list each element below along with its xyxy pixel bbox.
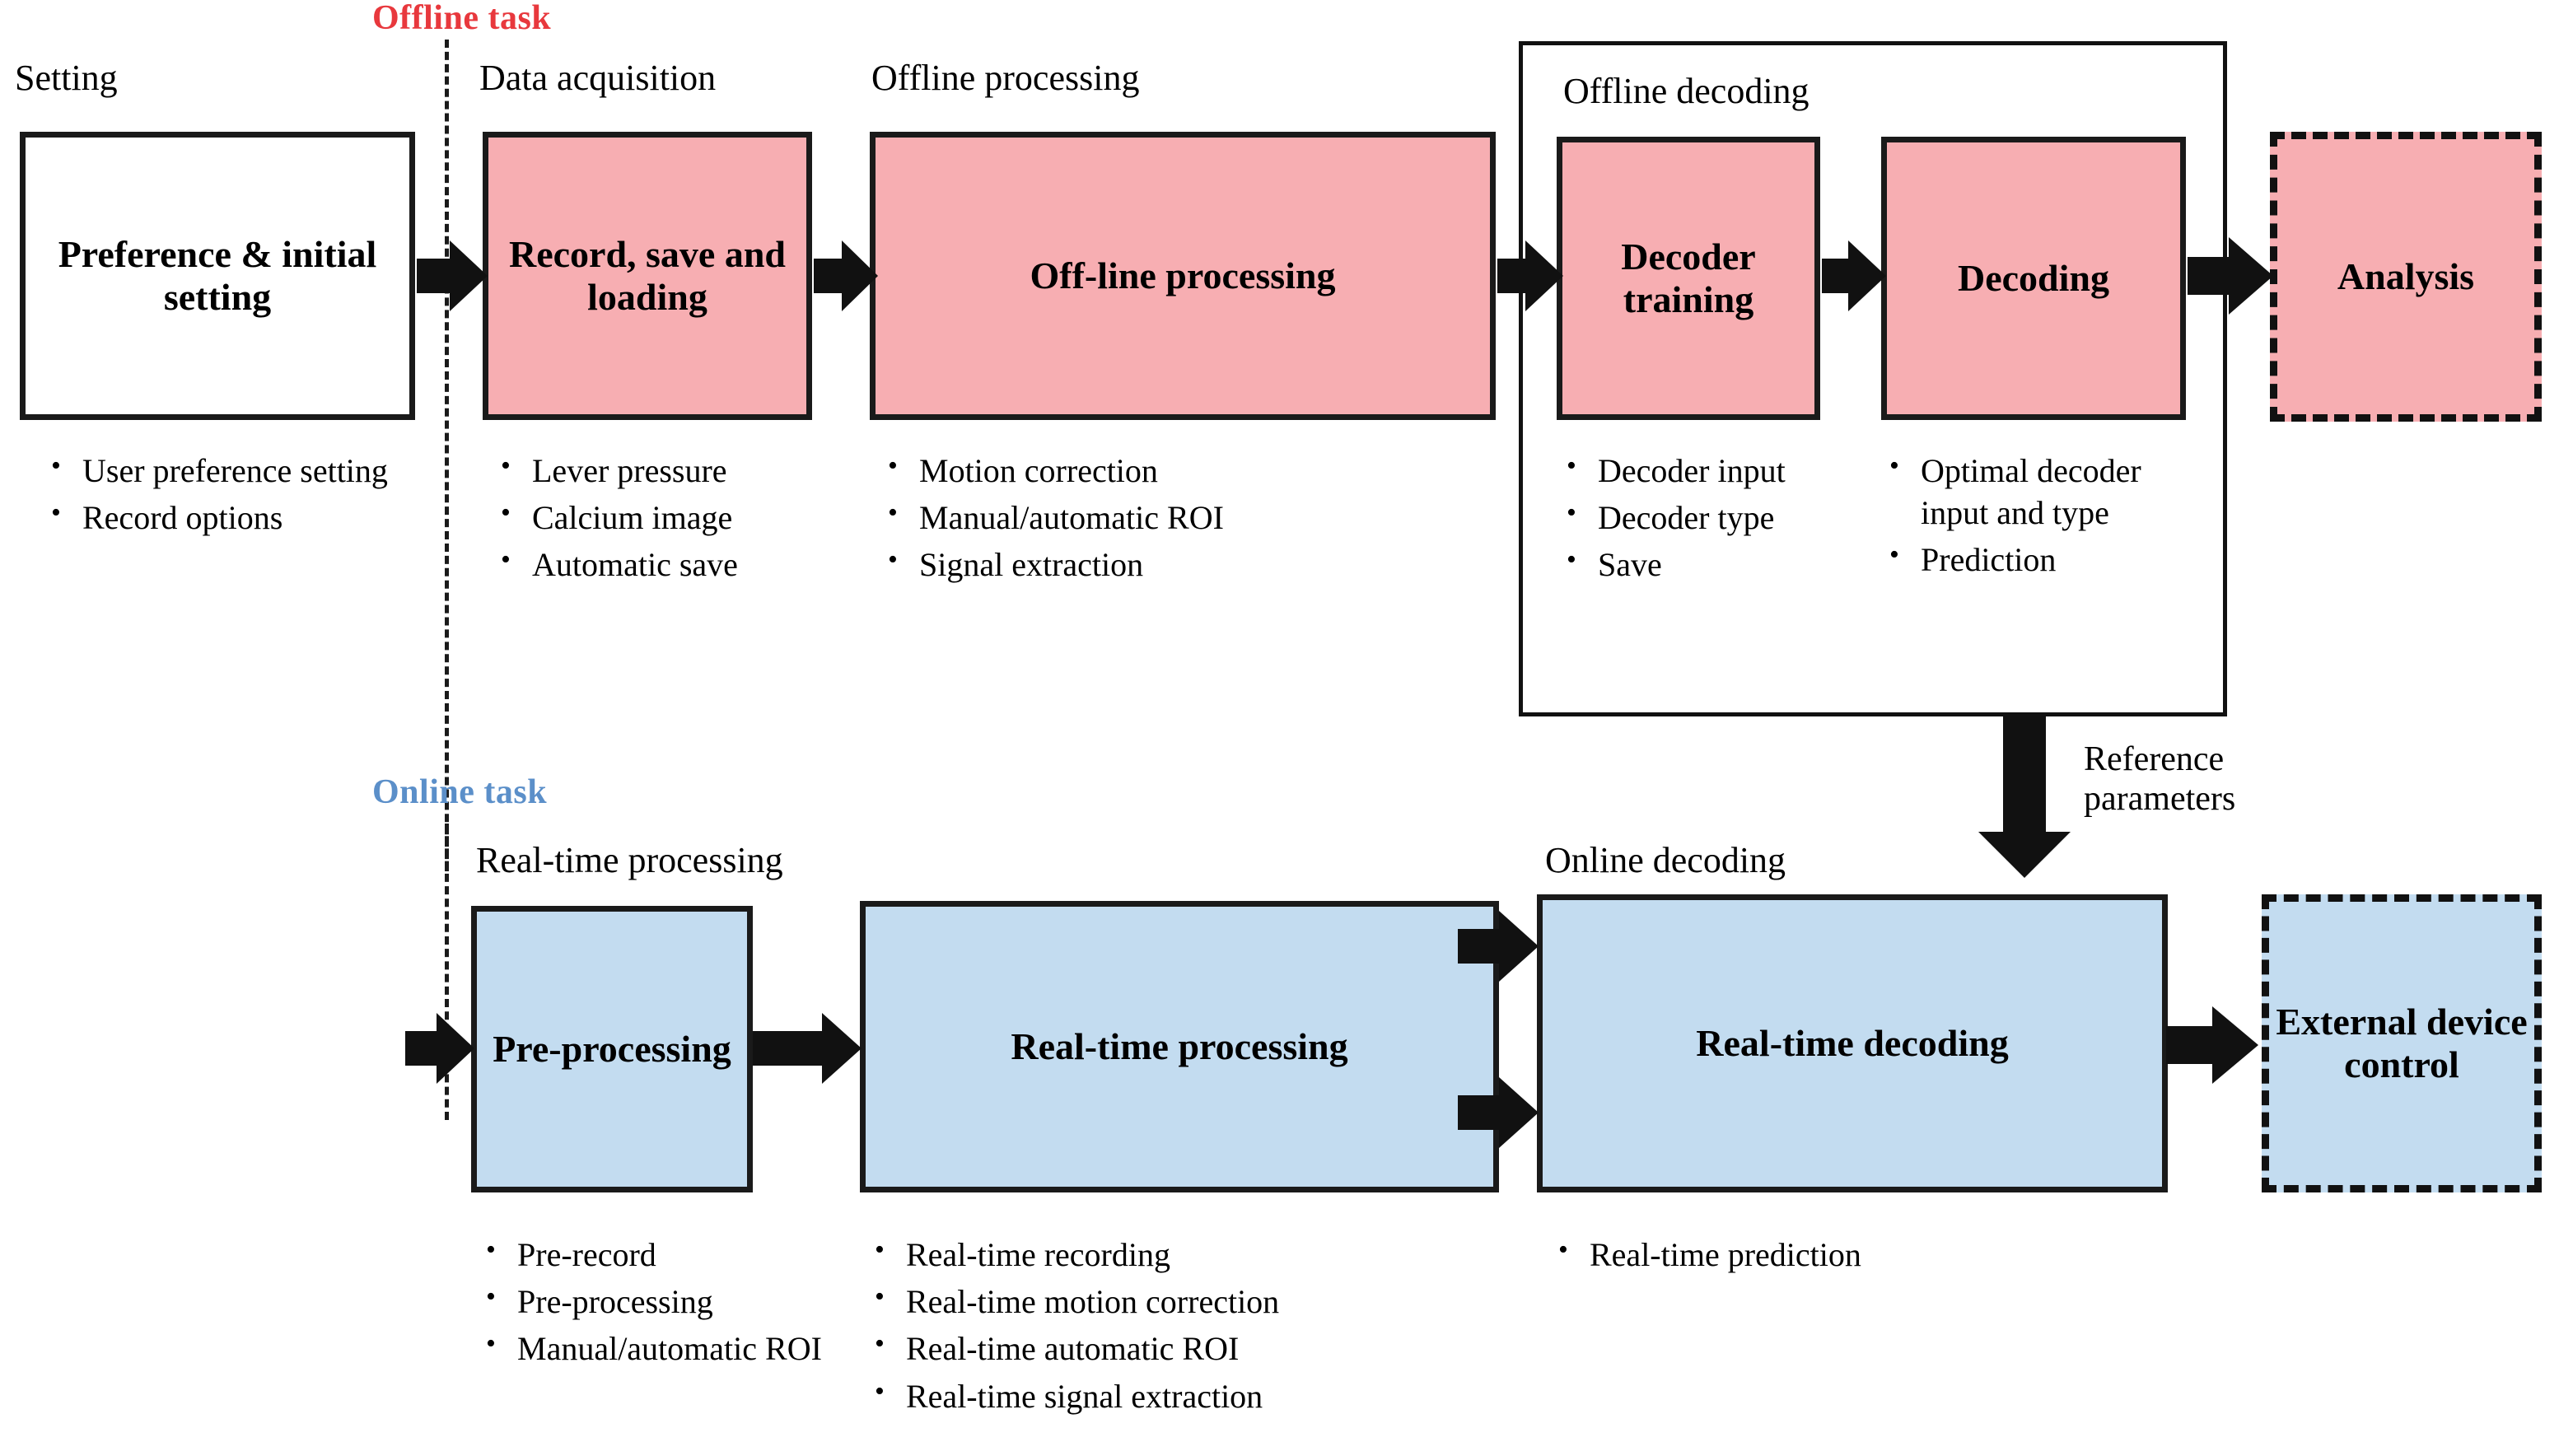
bullets-pre-processing: Pre-record Pre-processing Manual/automat… (483, 1232, 829, 1375)
list-item: Manual/automatic ROI (483, 1326, 829, 1370)
reference-parameters-label: Reference parameters (2084, 740, 2235, 819)
bullets-setting: User preference setting Record options (48, 448, 402, 544)
box-label: Pre-processing (493, 1028, 731, 1071)
box-label: Record, save and loading (508, 233, 787, 318)
list-item: Lever pressure (497, 448, 827, 492)
bullets-data-acquisition: Lever pressure Calcium image Automatic s… (497, 448, 827, 591)
arrow-acquisition-to-processing (814, 240, 878, 311)
list-item: Pre-record (483, 1232, 829, 1276)
phase-label-real-time-processing: Real-time processing (476, 840, 783, 880)
box-label: Analysis (2337, 255, 2475, 298)
phase-label-setting: Setting (15, 58, 118, 98)
list-item: Save (1563, 542, 1810, 586)
arrow-setting-to-acquisition (417, 240, 488, 311)
arrow-decoding-to-external-device (2166, 1006, 2263, 1084)
arrow-real-time-processing-to-decoding-top (1458, 911, 1543, 982)
bullets-real-time-processing: Real-time recording Real-time motion cor… (871, 1232, 1481, 1422)
list-item: Real-time prediction (1555, 1232, 2066, 1276)
box-label: Real-time decoding (1696, 1022, 2009, 1065)
box-preference-initial-setting[interactable]: Preference & initial setting (20, 132, 415, 420)
box-decoder-training[interactable]: Decoder training (1557, 137, 1820, 420)
box-label: Preference & initial setting (58, 233, 377, 318)
list-item: Manual/automatic ROI (885, 495, 1461, 539)
bullets-real-time-decoding: Real-time prediction (1555, 1232, 2066, 1281)
list-item: Real-time signal extraction (871, 1374, 1481, 1417)
reference-parameters-line1: Reference (2084, 740, 2225, 778)
phase-label-online-decoding: Online decoding (1545, 840, 1786, 880)
list-item: Record options (48, 495, 402, 539)
list-item: Optimal decoder input and type (1886, 448, 2191, 534)
list-item: Real-time recording (871, 1232, 1481, 1276)
box-analysis[interactable]: Analysis (2270, 132, 2542, 422)
offline-task-divider-line (445, 40, 449, 871)
list-item: Decoder input (1563, 448, 1810, 492)
list-item: Calcium image (497, 495, 827, 539)
list-item: User preference setting (48, 448, 402, 492)
bullets-decoder-training: Decoder input Decoder type Save (1563, 448, 1810, 591)
arrow-decoding-to-analysis (2188, 237, 2273, 315)
box-label: Decoder training (1621, 236, 1756, 320)
list-item: Prediction (1886, 537, 2191, 581)
list-item: Decoder type (1563, 495, 1810, 539)
reference-parameters-line2: parameters (2084, 780, 2236, 819)
box-label: External device control (2276, 1001, 2528, 1085)
box-external-device-control[interactable]: External device control (2262, 894, 2542, 1192)
arrow-entry-to-pre-processing (405, 1013, 474, 1084)
list-item: Real-time automatic ROI (871, 1326, 1481, 1370)
bullets-decoding: Optimal decoder input and type Predictio… (1886, 448, 2191, 586)
box-label: Decoding (1958, 257, 2109, 300)
list-item: Automatic save (497, 542, 827, 586)
online-task-divider-line (445, 824, 449, 1120)
phase-label-offline-decoding: Offline decoding (1563, 71, 1810, 111)
box-record-save-loading[interactable]: Record, save and loading (483, 132, 812, 420)
phase-label-data-acquisition: Data acquisition (479, 58, 717, 98)
box-pre-processing[interactable]: Pre-processing (471, 906, 753, 1192)
offline-task-label: Offline task (372, 0, 552, 37)
arrow-decoder-training-to-decoding (1822, 240, 1886, 311)
list-item: Motion correction (885, 448, 1461, 492)
box-label: Off-line processing (1030, 254, 1336, 297)
offline-decoding-group (1519, 41, 2227, 716)
arrow-processing-to-decoder-training (1497, 240, 1563, 311)
arrow-reference-parameters (1978, 715, 2071, 878)
list-item: Pre-processing (483, 1279, 829, 1323)
bullets-offline-processing: Motion correction Manual/automatic ROI S… (885, 448, 1461, 591)
box-real-time-decoding[interactable]: Real-time decoding (1537, 894, 2168, 1192)
online-task-label: Online task (372, 773, 548, 811)
phase-label-offline-processing: Offline processing (871, 58, 1140, 98)
list-item: Signal extraction (885, 542, 1461, 586)
box-off-line-processing[interactable]: Off-line processing (870, 132, 1496, 420)
list-item: Real-time motion correction (871, 1279, 1481, 1323)
box-decoding[interactable]: Decoding (1881, 137, 2186, 420)
arrow-pre-processing-to-real-time-processing (753, 1013, 865, 1084)
box-real-time-processing[interactable]: Real-time processing (860, 901, 1499, 1192)
arrow-real-time-processing-to-decoding-bottom (1458, 1077, 1543, 1148)
box-label: Real-time processing (1011, 1025, 1348, 1068)
